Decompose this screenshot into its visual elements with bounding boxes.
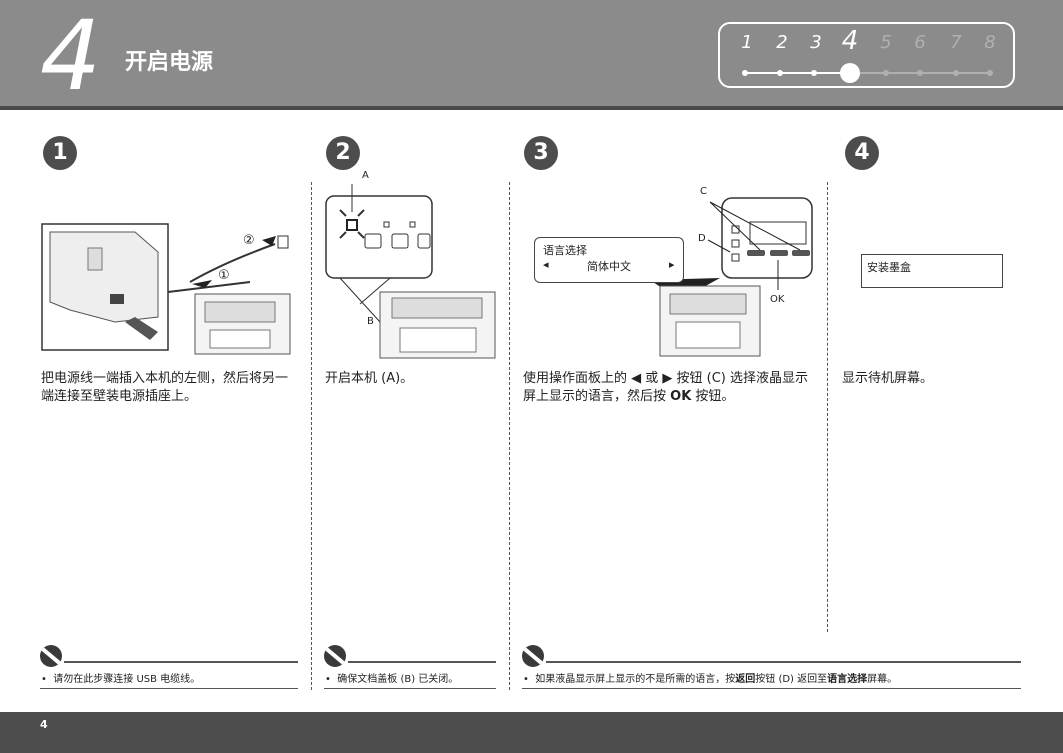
step-1-description: 把电源线一端插入本机的左侧，然后将另一端连接至壁装电源插座上。 — [41, 371, 289, 404]
note-3-text: 屏幕。 — [867, 674, 898, 685]
prohibition-icon — [522, 645, 544, 667]
note-1: • 请勿在此步骤连接 USB 电缆线。 — [41, 674, 201, 685]
progress-step-4: 4 — [841, 26, 859, 56]
progress-dot — [811, 70, 817, 76]
progress-dot — [987, 70, 993, 76]
progress-step-1: 1 — [741, 32, 753, 53]
header-bar — [0, 0, 1063, 108]
progress-step-8: 8 — [984, 32, 996, 53]
callout-A: A — [362, 170, 369, 181]
step-circle-1: 1 — [43, 136, 77, 170]
callout-C: C — [700, 186, 707, 197]
lcd-standby-text: 安装墨盒 — [867, 261, 911, 274]
note-3-text: 如果液晶显示屏上显示的不是所需的语言，按 — [535, 674, 736, 685]
note-1-text: 请勿在此步骤连接 USB 电缆线。 — [53, 674, 201, 685]
note-3-bold: 返回 — [735, 674, 756, 685]
progress-indicator: 1 2 3 4 5 6 7 8 — [718, 22, 1015, 88]
lcd-right-arrow: ▸ — [669, 258, 675, 271]
note-3-bold: 语言选择 — [827, 674, 868, 685]
column-separator — [311, 182, 312, 690]
step-circle-4: 4 — [845, 136, 879, 170]
progress-step-5: 5 — [880, 32, 892, 53]
lcd-value: 简体中文 — [587, 260, 631, 273]
power-cord-illustration — [41, 223, 291, 355]
progress-step-3: 3 — [810, 32, 822, 53]
lcd-standby-screen: 安装墨盒 — [861, 254, 1003, 288]
footer-bar — [0, 712, 1063, 753]
desc-text: 使用操作面板上的 ◀ 或 ▶ 按钮 (C) 选择液晶显示屏上显示的语言，然后按 — [523, 371, 809, 404]
lcd-language-select: 语言选择 ◂ 简体中文 ▸ — [534, 237, 684, 283]
header-divider — [0, 106, 1063, 110]
note-2: • 确保文档盖板 (B) 已关闭。 — [325, 674, 459, 685]
step-2-description: 开启本机 (A)。 — [325, 371, 414, 386]
step-4-description: 显示待机屏幕。 — [842, 371, 934, 386]
column-separator — [509, 182, 510, 690]
note-rule — [324, 688, 496, 689]
note-rule — [546, 661, 1021, 663]
desc-text: 按钮。 — [691, 389, 735, 404]
progress-dot — [953, 70, 959, 76]
callout-circled-2: ② — [243, 233, 255, 248]
prohibition-icon — [324, 645, 346, 667]
lcd-title: 语言选择 — [543, 244, 587, 257]
progress-step-7: 7 — [950, 32, 962, 53]
lcd-left-arrow: ◂ — [543, 258, 549, 271]
note-3-text: 按钮 (D) 返回至 — [755, 674, 828, 685]
note-3: • 如果液晶显示屏上显示的不是所需的语言，按返回按钮 (D) 返回至语言选择屏幕… — [523, 674, 898, 685]
progress-dot-current — [840, 63, 860, 83]
progress-dot — [917, 70, 923, 76]
progress-step-2: 2 — [776, 32, 788, 53]
ok-bold: OK — [670, 389, 692, 404]
step-circle-3: 3 — [524, 136, 558, 170]
progress-step-6: 6 — [914, 32, 926, 53]
power-button-illustration — [325, 184, 496, 359]
note-2-text: 确保文档盖板 (B) 已关闭。 — [337, 674, 459, 685]
step-3-description: 使用操作面板上的 ◀ 或 ▶ 按钮 (C) 选择液晶显示屏上显示的语言，然后按 … — [523, 370, 815, 406]
prohibition-icon — [40, 645, 62, 667]
note-rule — [40, 688, 298, 689]
note-rule — [64, 661, 298, 663]
progress-dot — [883, 70, 889, 76]
progress-dot — [742, 70, 748, 76]
callout-circled-1: ① — [218, 268, 230, 283]
progress-dot — [777, 70, 783, 76]
note-rule — [348, 661, 496, 663]
callout-D: D — [698, 233, 706, 244]
operation-panel-illustration — [650, 197, 813, 357]
step-circle-2: 2 — [326, 136, 360, 170]
note-rule — [522, 688, 1021, 689]
page-number: 4 — [40, 718, 48, 731]
progress-line-future — [860, 72, 990, 74]
callout-B: B — [367, 316, 374, 327]
progress-line-done — [744, 72, 852, 74]
column-separator — [827, 182, 828, 632]
page-title: 开启电源 — [125, 50, 214, 75]
callout-OK: OK — [770, 294, 785, 305]
step-big-number: 4 — [40, 0, 102, 112]
